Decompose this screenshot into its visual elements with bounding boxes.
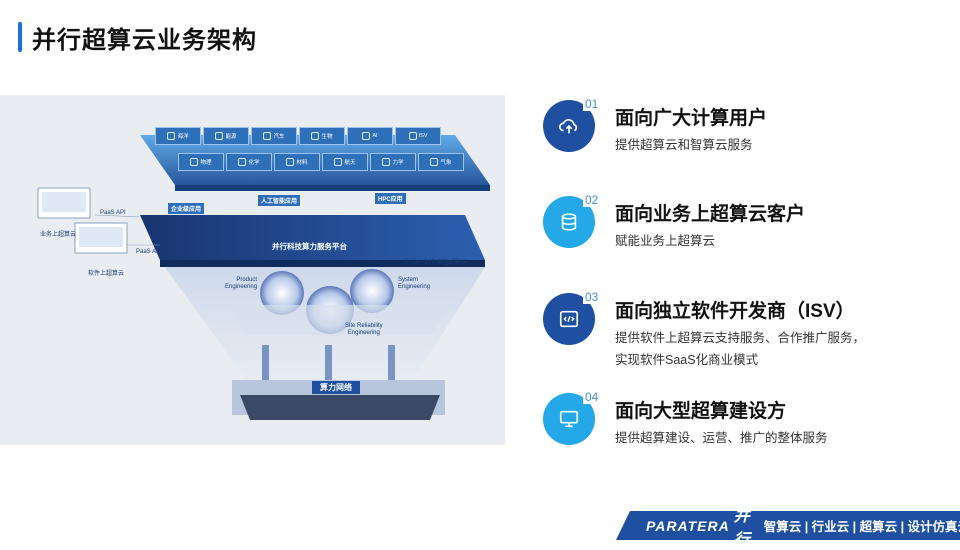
item-number: 01: [583, 97, 601, 111]
industry-tile: 能源: [203, 127, 249, 145]
brand-logo: PARATERA: [646, 517, 730, 534]
industry-tile: 化学: [226, 153, 272, 171]
brand-logo-cn: 并行: [733, 507, 750, 549]
brand-footer: PARATERA 并行 智算云 | 行业云 | 超算云 | 设计仿真云: [616, 511, 960, 540]
industry-tile: 航天: [322, 153, 368, 171]
industry-tile: 力学: [370, 153, 416, 171]
industry-tile: 生物: [299, 127, 345, 145]
page-title: 并行超算云业务架构: [32, 27, 257, 54]
brand-tagline: 智算云 | 行业云 | 超算云 | 设计仿真云: [763, 520, 960, 534]
industry-tile: 海洋: [155, 127, 201, 145]
paas-api-label: PaaS API: [100, 210, 126, 216]
item-heading: 面向独立软件开发商（ISV）: [615, 301, 855, 322]
item-heading: 面向广大计算用户: [615, 108, 768, 129]
industry-tile: 材料: [274, 153, 320, 171]
industry-tile: AI: [347, 127, 393, 145]
network-label: 算力网络: [312, 381, 360, 394]
architecture-graphic: [37, 135, 490, 420]
item-number: 03: [583, 290, 601, 304]
item-description: 提供超算建设、运营、推广的整体服务: [615, 431, 828, 445]
item-number: 04: [583, 390, 601, 404]
ai-app-label: 人工智能应用: [258, 195, 301, 206]
item-number: 02: [583, 193, 601, 207]
platform-label: 并行科技算力服务平台: [272, 242, 347, 251]
industry-tile: ISV: [395, 127, 441, 145]
industry-tile: 物理: [178, 153, 224, 171]
item-description: 提供超算云和智算云服务: [615, 138, 753, 152]
paas-api-label: PaaS API: [136, 249, 162, 255]
item-description: 赋能业务上超算云: [615, 234, 716, 248]
cloud-upload-icon: [559, 119, 578, 134]
industry-tile: 汽车: [251, 127, 297, 145]
service-hours-label: 7×24小时专家在线服务: [405, 260, 467, 266]
database-icon: [561, 213, 577, 231]
item-heading: 面向大型超算建设方: [615, 401, 787, 422]
biz-cloud-label: 业务上超算云: [40, 232, 77, 238]
sw-cloud-label: 软件上超算云: [88, 271, 125, 277]
item-description: 提供软件上超算云支持服务、合作推广服务，实现软件SaaS化商业模式: [615, 331, 866, 367]
industry-tile: 气象: [418, 153, 464, 171]
code-window-icon: [559, 310, 579, 328]
hpc-app-label: HPC应用: [375, 193, 406, 204]
enterprise-app-label: 企业级应用: [168, 203, 205, 214]
item-heading: 面向业务上超算云客户: [615, 204, 806, 225]
title-accent-bar: [18, 22, 22, 52]
monitor-icon: [559, 410, 579, 428]
architecture-diagram: 海洋 能源 汽车 生物 AI ISV 物理 化学 材料 航天 力学 气象 企业级…: [0, 95, 505, 445]
